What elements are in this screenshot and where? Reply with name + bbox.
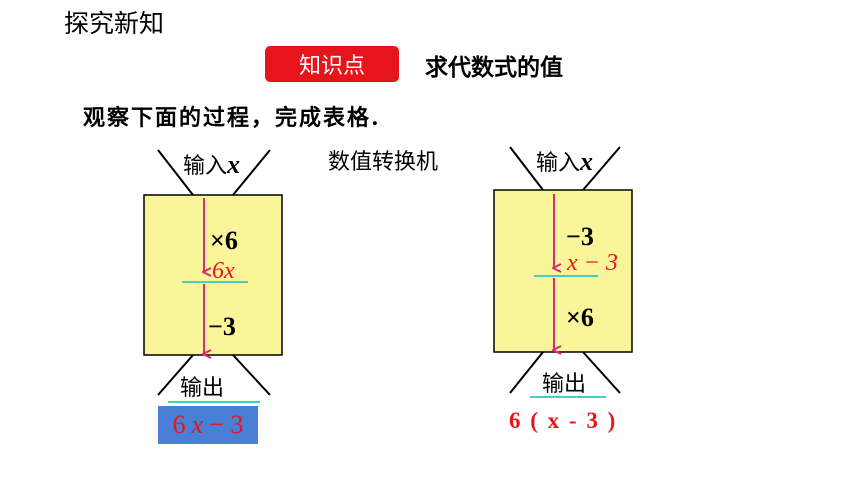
- machine-1-result-var: x: [191, 410, 204, 439]
- machine-1-funnel-left: [157, 149, 194, 196]
- machine-1-result-const: − 3: [209, 410, 244, 439]
- machine-name: 数值转换机: [328, 150, 439, 175]
- machine-2-out-right: [582, 351, 621, 394]
- machine-1-step-2: −3: [208, 312, 236, 341]
- machine-2-body: [493, 189, 633, 353]
- machine-2-mid-result: x − 3: [567, 250, 618, 276]
- machine-2-input-text: 输入: [536, 151, 581, 176]
- machine-1-mid-result: 6x: [212, 258, 235, 284]
- machine-2-out-left: [509, 351, 544, 394]
- machine-1-out-left: [157, 354, 194, 396]
- machine-1: [143, 149, 283, 403]
- machine-1-out-right: [232, 354, 271, 396]
- badge-label: 知识点: [298, 54, 365, 79]
- machine-2-step-2: ×6: [566, 303, 594, 332]
- machine-2-result: 6 ( x - 3 ): [509, 408, 618, 433]
- machine-1-step-1: ×6: [210, 226, 238, 255]
- machine-2-funnel-left: [509, 146, 544, 191]
- machine-1-body: [143, 194, 283, 356]
- instruction-text: 观察下面的过程，完成表格.: [83, 105, 381, 131]
- machine-2-output-label: 输出: [542, 372, 587, 397]
- section-title: 探究新知: [64, 9, 165, 38]
- machine-2-funnel-right: [582, 146, 621, 191]
- knowledge-badge: 知识点: [265, 46, 399, 82]
- machine-1-output-label: 输出: [180, 376, 225, 401]
- machine-2-input-var: x: [580, 147, 594, 176]
- machine-2-input-label: 输入x: [536, 145, 593, 177]
- machine-1-input-label: 输入x: [183, 148, 240, 180]
- machine-1-input-text: 输入: [183, 154, 228, 179]
- machine-2: [493, 146, 633, 398]
- machine-1-funnel-right: [232, 149, 271, 196]
- machine-1-result-coef: 6: [172, 410, 186, 439]
- machine-1-input-var: x: [227, 150, 241, 179]
- machine-2-step-1: −3: [566, 222, 594, 251]
- topic-title: 求代数式的值: [425, 55, 563, 81]
